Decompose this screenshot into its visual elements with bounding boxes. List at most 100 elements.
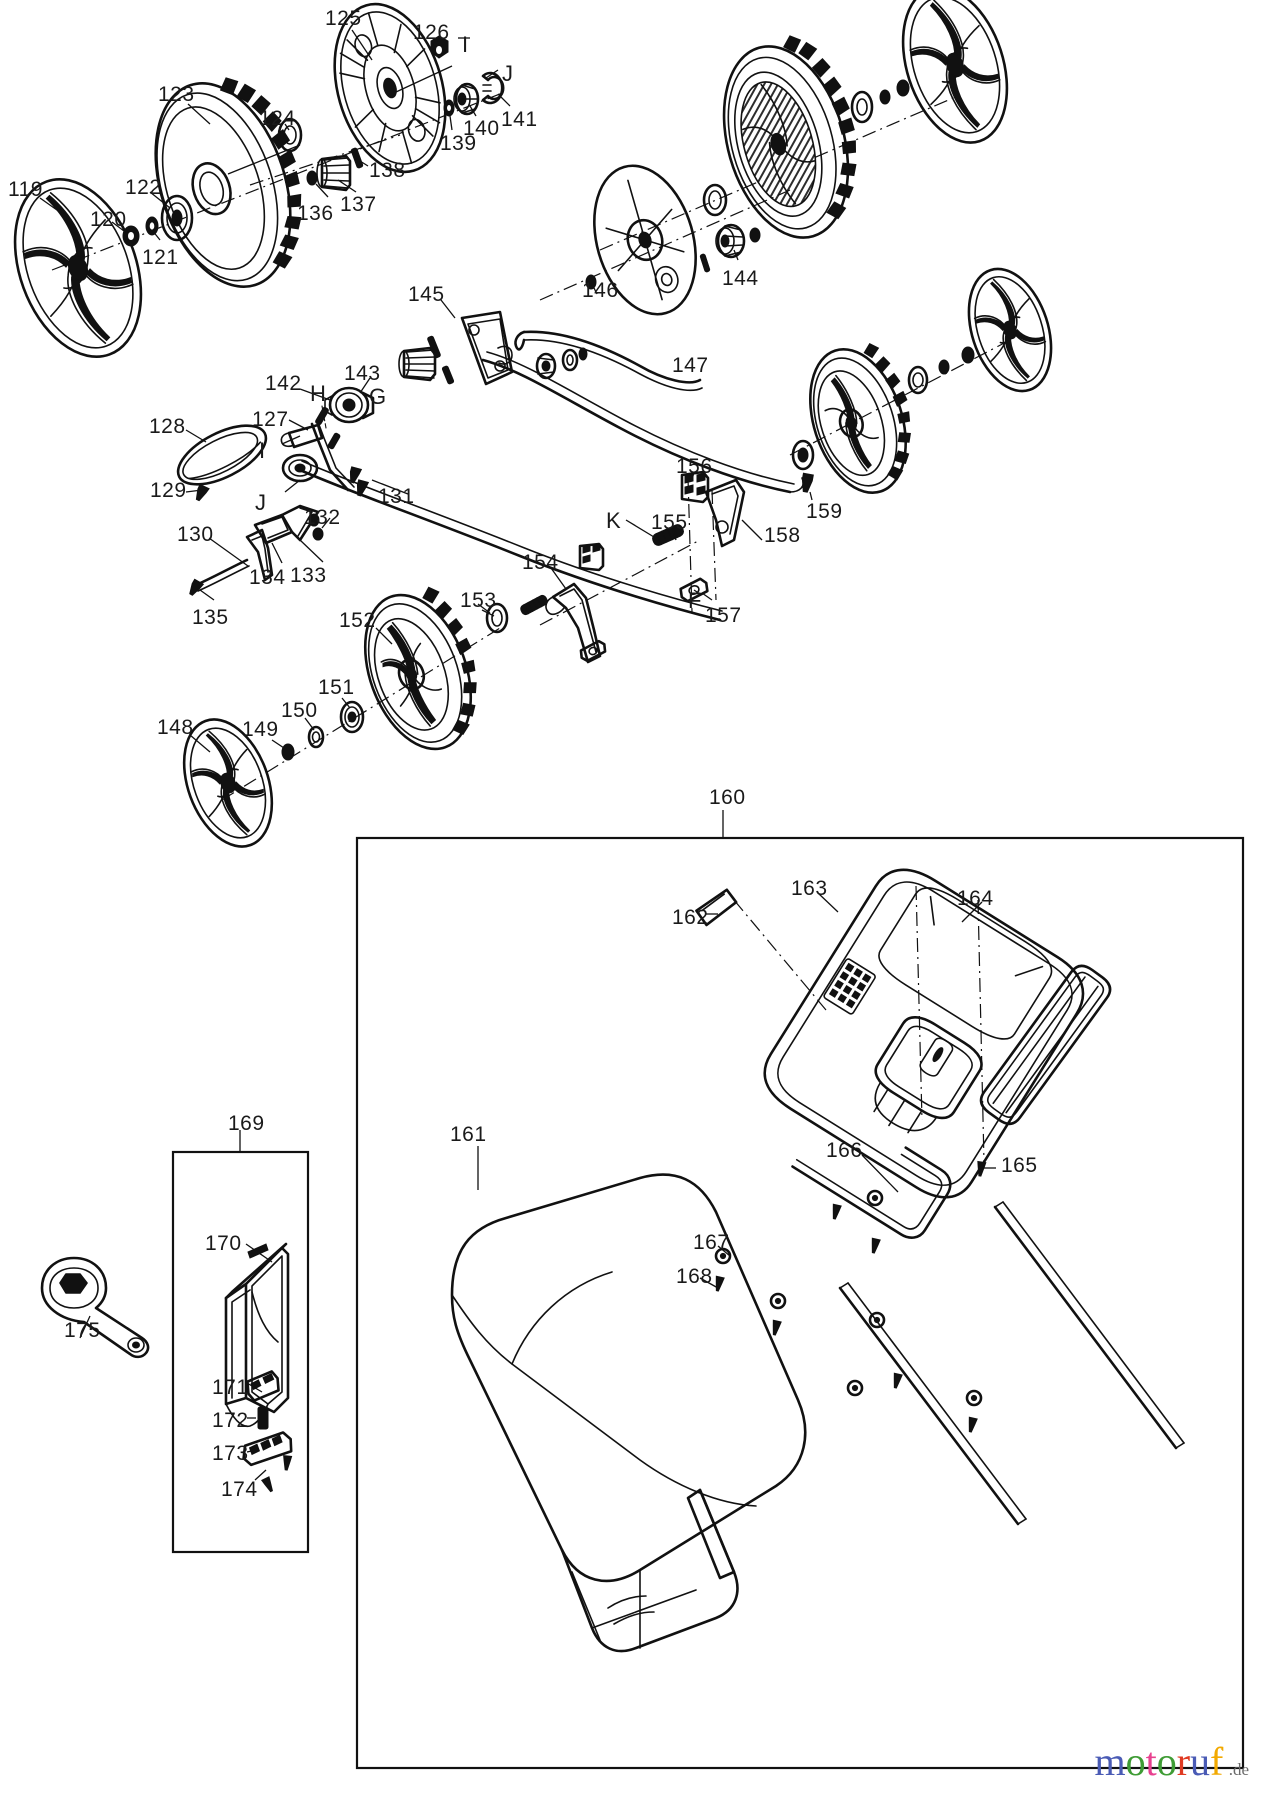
left-wheel-exploded-group <box>13 2 511 358</box>
height-adjust-group <box>477 470 763 664</box>
callout-174: 174 <box>221 1478 258 1501</box>
part-axle-disc <box>593 164 697 316</box>
callout-159: 159 <box>806 500 843 523</box>
callout-letter-K: K <box>606 508 622 533</box>
callout-letter-F: F <box>688 588 702 613</box>
frame-169 <box>171 1130 310 1554</box>
callout-152: 152 <box>339 609 376 632</box>
part-119-hubcap <box>13 178 143 358</box>
part-126-nut <box>430 35 449 59</box>
callout-155: 155 <box>651 511 688 534</box>
logo-letter-o2: o <box>1156 1739 1177 1784</box>
logo-letter-m: m <box>1094 1739 1126 1784</box>
callout-letter-J-top: J <box>502 61 514 86</box>
callout-175: 175 <box>64 1319 101 1342</box>
callout-168: 168 <box>676 1265 713 1288</box>
callout-149: 149 <box>242 718 279 741</box>
callout-120: 120 <box>90 208 127 231</box>
callout-144: 144 <box>722 267 759 290</box>
part-right-hubcap <box>967 267 1053 393</box>
callout-164: 164 <box>957 887 994 910</box>
part-128-pad <box>176 424 268 486</box>
part-167-rail <box>838 1282 1027 1526</box>
part-150-washer <box>307 725 325 749</box>
mulch-kit-small-parts <box>242 1370 293 1493</box>
part-172 <box>257 1406 269 1430</box>
frame-160 <box>355 810 1245 1770</box>
part-159-screw <box>801 472 814 493</box>
part-161-grass-bag <box>450 1146 807 1653</box>
part-148-hubcap <box>182 718 274 848</box>
callout-173: 173 <box>212 1442 249 1465</box>
callout-160: 160 <box>709 786 746 809</box>
part-166-rail <box>993 1201 1185 1450</box>
callout-127: 127 <box>252 408 289 431</box>
callout-132: 132 <box>304 506 341 529</box>
deck-fasteners <box>714 1189 983 1433</box>
callout-146: 146 <box>582 279 619 302</box>
callout-158: 158 <box>764 524 801 547</box>
callout-letter-G: G <box>369 384 387 409</box>
callout-133: 133 <box>290 564 327 587</box>
part-157-clip <box>679 577 709 603</box>
part-170-mulch-plug <box>224 1242 290 1428</box>
callout-171: 171 <box>212 1376 249 1399</box>
callout-166: 166 <box>826 1139 863 1162</box>
callout-151: 151 <box>318 676 355 699</box>
logo-letter-u: u <box>1190 1739 1211 1784</box>
callout-169: 169 <box>228 1112 265 1135</box>
callout-140: 140 <box>463 117 500 140</box>
part-151-bearing <box>339 700 365 734</box>
callout-161: 161 <box>450 1123 487 1146</box>
part-spring <box>520 594 548 616</box>
callout-131: 131 <box>378 485 415 508</box>
callout-letter-I-mid: I <box>259 438 266 463</box>
part-155-spring <box>652 524 684 546</box>
right-front-wheel-group <box>789 267 1053 501</box>
callout-124: 124 <box>259 107 296 130</box>
callout-126: 126 <box>413 21 450 44</box>
callout-145: 145 <box>408 283 445 306</box>
callout-167: 167 <box>693 1231 730 1254</box>
callout-172: 172 <box>212 1409 249 1432</box>
callout-139: 139 <box>440 132 477 155</box>
part-173 <box>242 1431 293 1467</box>
part-145-bracket <box>460 310 514 386</box>
handle-chassis-group <box>176 299 805 622</box>
callout-letter-J-mid: J <box>255 490 267 515</box>
part-rear-tyre <box>722 35 857 239</box>
callout-letter-I-top: I <box>462 32 469 57</box>
callout-137: 137 <box>340 193 377 216</box>
callout-123: 123 <box>158 83 195 106</box>
logo-suffix: .de <box>1228 1760 1249 1779</box>
logo-letter-f: f <box>1210 1739 1224 1784</box>
part-138-pin <box>350 147 364 169</box>
callout-153: 153 <box>460 589 497 612</box>
callout-156: 156 <box>676 455 713 478</box>
callout-121: 121 <box>142 246 179 269</box>
callout-150: 150 <box>281 699 318 722</box>
logo-letter-r: r <box>1176 1739 1191 1784</box>
callout-letter-H: H <box>310 381 327 406</box>
callout-143: 143 <box>344 362 381 385</box>
callout-134: 134 <box>249 566 286 589</box>
callout-141: 141 <box>501 108 538 131</box>
callout-142: 142 <box>265 372 302 395</box>
callout-122: 122 <box>125 176 162 199</box>
right-rear-wheel-group <box>599 0 1009 251</box>
callout-148: 148 <box>157 716 194 739</box>
part-139-washer <box>443 99 455 117</box>
logo-letter-o1: o <box>1125 1739 1146 1784</box>
logo-letter-t: t <box>1145 1739 1157 1784</box>
callout-130: 130 <box>177 523 214 546</box>
front-left-wheel-group <box>182 586 501 848</box>
part-123-tyre <box>154 77 302 288</box>
callout-136: 136 <box>297 202 334 225</box>
part-156-ratchet <box>680 470 710 504</box>
callout-165: 165 <box>1001 1154 1038 1177</box>
callout-128: 128 <box>149 415 186 438</box>
part-152-wheel <box>363 586 477 751</box>
part-143-drum <box>398 346 437 382</box>
callout-147: 147 <box>672 354 709 377</box>
